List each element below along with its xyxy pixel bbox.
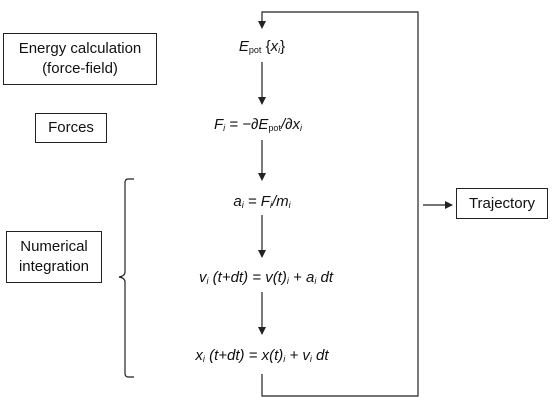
- energy-calculation-line2: (force-field): [42, 60, 118, 77]
- energy-calculation-box: Energy calculation (force-field): [3, 33, 157, 85]
- numerical-integration-line1: Numerical: [20, 238, 88, 255]
- trajectory-label: Trajectory: [468, 194, 536, 212]
- equation-velocity: vi (t+dt) = v(t)i + ai dt: [199, 269, 333, 286]
- energy-calculation-line1: Energy calculation: [18, 40, 142, 57]
- numerical-integration-box: Numerical integration: [6, 231, 102, 283]
- numerical-integration-line2: integration: [18, 258, 90, 275]
- forces-box: Forces: [35, 113, 107, 143]
- equation-acceleration: ai = Fi/mi: [233, 193, 291, 210]
- equation-position: xi (t+dt) = x(t)i + vi dt: [195, 347, 329, 364]
- trajectory-box: Trajectory: [456, 188, 548, 219]
- equation-force: Fi = −∂Epot/∂xi: [213, 116, 303, 133]
- equation-potential-energy: Epot {xi}: [238, 38, 286, 55]
- feedback-loop-line: [258, 11, 419, 397]
- forces-label: Forces: [48, 119, 94, 136]
- curly-brace: [118, 178, 134, 378]
